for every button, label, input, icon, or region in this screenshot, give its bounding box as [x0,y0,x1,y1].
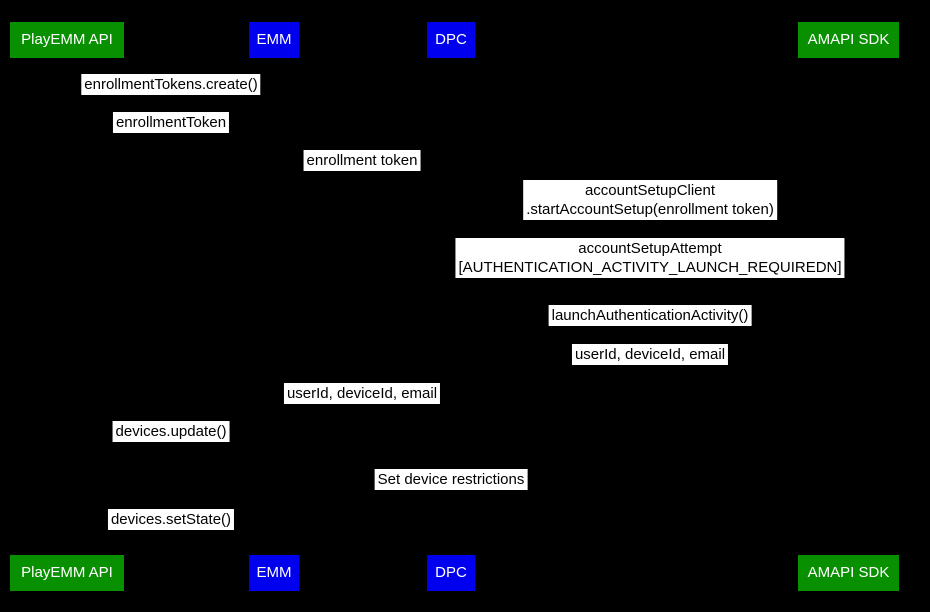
message-start-account-setup: accountSetupClient .startAccountSetup(en… [523,180,777,220]
actor-dpc-top: DPC [427,22,475,58]
message-userid-deviceid-email-sdk: userId, deviceId, email [571,344,729,365]
message-enrollment-token: enrollment token [303,150,421,171]
message-account-setup-attempt: accountSetupAttempt [AUTHENTICATION_ACTI… [455,238,845,278]
actor-dpc-bottom: DPC [427,555,475,591]
message-devices-update: devices.update() [112,421,230,442]
message-enrollment-token-return: enrollmentToken [112,112,230,133]
actor-playemm-api-bottom: PlayEMM API [10,555,124,591]
message-launch-authentication-activity: launchAuthenticationActivity() [548,305,752,326]
actor-emm-bottom: EMM [249,555,299,591]
message-enrollment-tokens-create: enrollmentTokens.create() [81,74,261,95]
actor-amapi-sdk-bottom: AMAPI SDK [798,555,899,591]
actor-emm-top: EMM [249,22,299,58]
message-devices-set-state: devices.setState() [107,509,235,530]
actor-playemm-api-top: PlayEMM API [10,22,124,58]
message-set-device-restrictions: Set device restrictions [374,469,528,490]
message-userid-deviceid-email-emm: userId, deviceId, email [283,383,441,404]
actor-amapi-sdk-top: AMAPI SDK [798,22,899,58]
